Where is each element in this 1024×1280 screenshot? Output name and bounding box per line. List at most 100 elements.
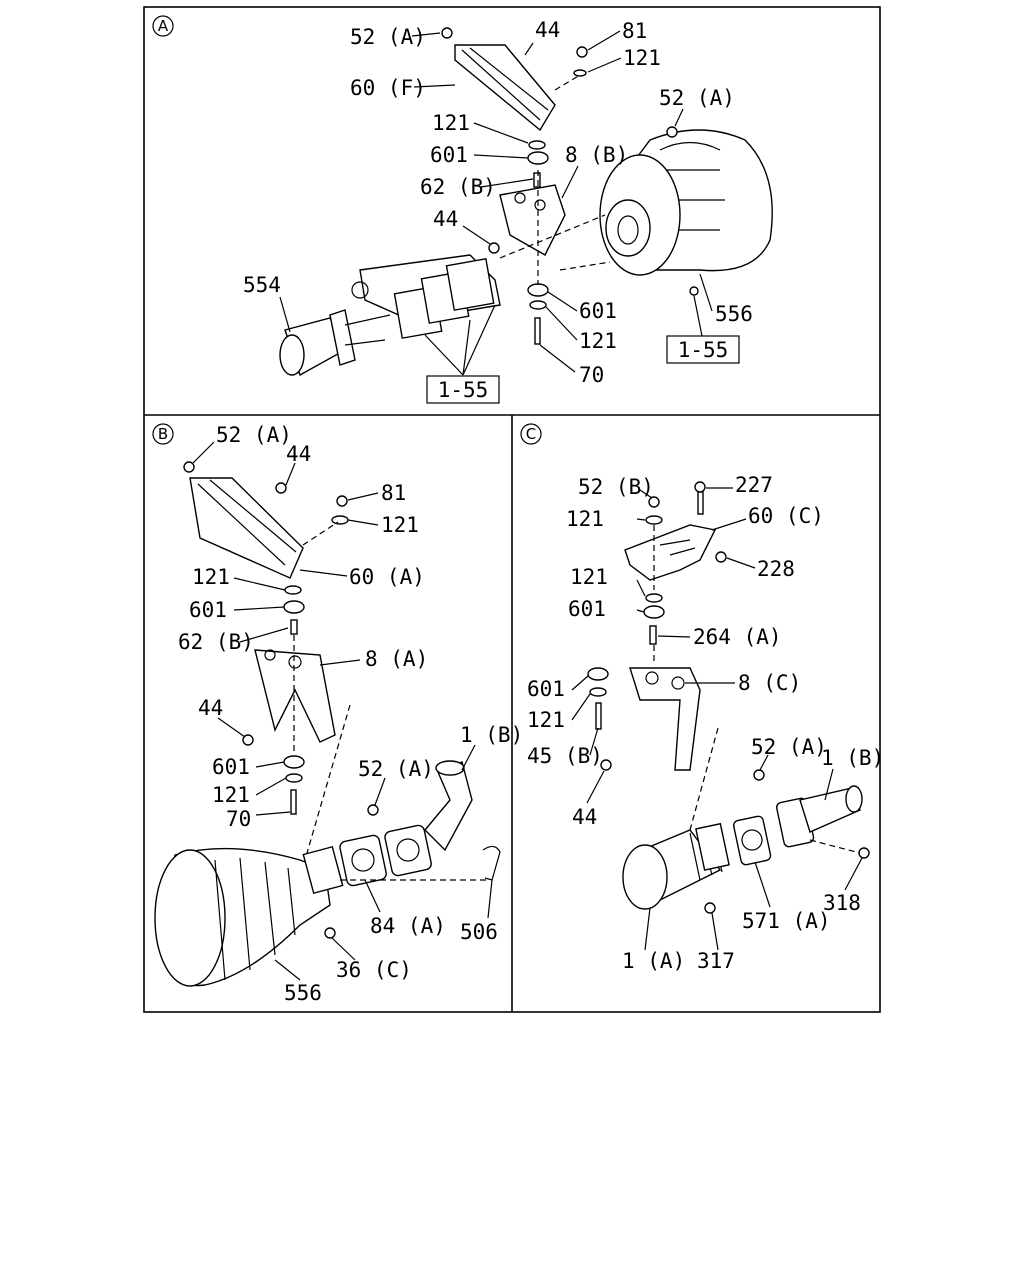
- svg-text:A: A: [158, 17, 169, 35]
- pin-62b-icon: [290, 619, 298, 635]
- washer-121-icon: [285, 773, 303, 783]
- callout-label: 121: [570, 565, 608, 589]
- callout-label: 52 (A): [659, 86, 735, 110]
- callout-label: 1 (A): [622, 949, 685, 973]
- nut-52a-icon: [367, 804, 379, 816]
- rubber-601-icon: [527, 151, 549, 165]
- nut-icon: [689, 286, 699, 296]
- callout-label: 60 (A): [349, 565, 425, 589]
- callout-label: 84 (A): [370, 914, 446, 938]
- panel-b-leaders: [192, 441, 493, 981]
- bracket-8a-drawing: [254, 649, 336, 743]
- callout-label: 60 (C): [748, 504, 824, 528]
- panel-a-leaders: [279, 30, 713, 376]
- washer-121-icon: [331, 515, 349, 525]
- callout-label: 228: [757, 557, 795, 581]
- washer-121-icon: [589, 687, 607, 697]
- callout-label: 44: [198, 696, 223, 720]
- callout-label: 8 (B): [565, 143, 628, 167]
- callout-label: 601: [212, 755, 250, 779]
- bolt-44-icon: [600, 759, 612, 771]
- panel-marker-c: C: [520, 423, 542, 445]
- callout-label: 52 (A): [350, 25, 426, 49]
- callout-label: 121: [432, 111, 470, 135]
- nut-36c-icon: [324, 927, 336, 939]
- bolt-44-icon: [275, 482, 287, 494]
- pipe-1a-drawing: [622, 822, 730, 910]
- callout-label: 121: [566, 507, 604, 531]
- callout-label: 1 (B): [821, 746, 884, 770]
- callout-label: 81: [622, 19, 647, 43]
- panel-a-parts: [279, 27, 773, 377]
- panel-c-leaders: [571, 487, 863, 951]
- assembly-line: [689, 727, 719, 831]
- callout-label: 264 (A): [693, 625, 782, 649]
- callout-label: 45 (B): [527, 744, 603, 768]
- callout-label: 52 (A): [216, 423, 292, 447]
- callout-label: 601: [527, 677, 565, 701]
- callout-label: 506: [460, 920, 498, 944]
- panel-c-parts: [587, 481, 870, 914]
- assembly-line: [304, 704, 351, 861]
- callout-label: 318: [823, 891, 861, 915]
- washer-121-icon: [284, 585, 302, 595]
- reference-box: 1-55: [426, 375, 500, 404]
- callout-label: 601: [579, 299, 617, 323]
- nut-52a-icon: [666, 126, 678, 138]
- nut-52a-icon: [183, 461, 195, 473]
- rubber-601-icon: [527, 283, 549, 297]
- callout-label: 8 (C): [738, 671, 801, 695]
- callout-label: 121: [212, 783, 250, 807]
- callout-label: 52 (A): [358, 757, 434, 781]
- rubber-601-icon: [283, 755, 305, 769]
- callout-label: 44: [433, 207, 458, 231]
- assembly-line: [302, 521, 339, 546]
- callout-label: 52 (A): [751, 735, 827, 759]
- rubber-601-icon: [283, 600, 305, 614]
- reference-box: 1-55: [666, 335, 740, 364]
- svg-text:C: C: [526, 425, 536, 443]
- callout-label: 36 (C): [336, 958, 412, 982]
- bolt-45b-icon: [595, 702, 602, 730]
- callout-label: 571 (A): [742, 909, 831, 933]
- assembly-line: [554, 74, 581, 91]
- rubber-601-icon: [643, 605, 665, 619]
- nut-52b-icon: [648, 496, 660, 508]
- panel-marker-a: A: [152, 15, 174, 37]
- callout-label: 121: [381, 513, 419, 537]
- pipe-1b-drawing: [775, 785, 863, 848]
- callout-label: 44: [286, 442, 311, 466]
- washer-121-icon: [645, 593, 663, 603]
- callout-label: 8 (A): [365, 647, 428, 671]
- callout-label: 62 (B): [420, 175, 496, 199]
- callout-label: 601: [430, 143, 468, 167]
- assembly-line: [559, 261, 611, 271]
- callout-label: 556: [284, 981, 322, 1005]
- callout-label: 44: [535, 18, 560, 42]
- callout-label: 1 (B): [460, 723, 523, 747]
- nut-52a-icon: [753, 769, 765, 781]
- callout-label: 121: [623, 46, 661, 70]
- nut-228-icon: [715, 551, 727, 563]
- svg-text:1-55: 1-55: [438, 378, 489, 402]
- callout-label: 52 (B): [578, 475, 654, 499]
- callout-label: 70: [226, 807, 251, 831]
- callout-label: 601: [568, 597, 606, 621]
- callout-label: 554: [243, 273, 281, 297]
- callout-label: 81: [381, 481, 406, 505]
- callout-label: 121: [192, 565, 230, 589]
- callout-label: 227: [735, 473, 773, 497]
- bracket-60c-drawing: [624, 524, 717, 581]
- bolt-70-icon: [290, 789, 297, 815]
- washer-121-icon: [645, 515, 663, 525]
- converter-556-drawing: [154, 845, 344, 987]
- pipe-1b-drawing: [424, 760, 473, 852]
- bracket-60f-drawing: [454, 44, 556, 132]
- gasket-571a-drawing: [732, 815, 772, 866]
- callout-label: 556: [715, 302, 753, 326]
- bolt-44-icon: [488, 242, 500, 254]
- svg-text:1-55: 1-55: [678, 338, 729, 362]
- washer-121-icon: [529, 300, 547, 310]
- panel-marker-b: B: [152, 423, 174, 445]
